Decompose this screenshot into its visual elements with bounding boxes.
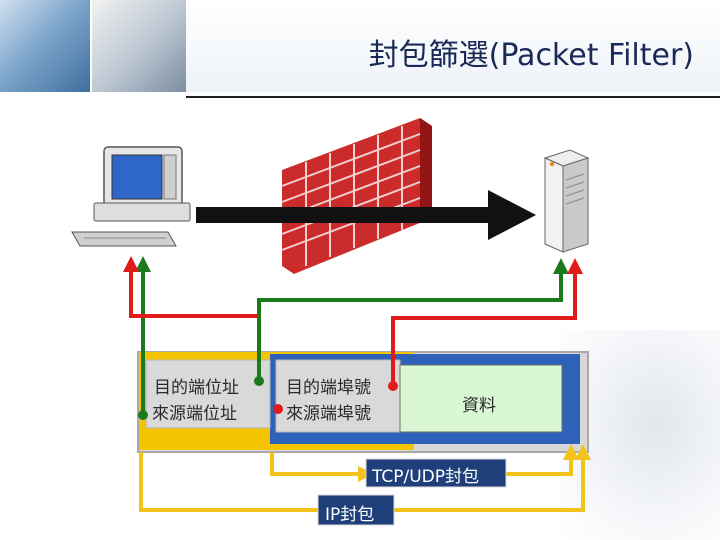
ip-dest-dot (254, 376, 264, 386)
yellow-bracket-tcp-left (270, 452, 374, 482)
yellow-bracket-ip-left (139, 452, 318, 512)
laptop-photo (0, 0, 90, 92)
ip-src-dot (138, 410, 148, 420)
header-band (186, 0, 720, 92)
ip-address-box (145, 359, 271, 429)
port-src-label: 來源端埠號 (286, 404, 371, 424)
data-label: 資料 (462, 396, 496, 416)
firewall-wall-icon (281, 118, 432, 274)
page-title: 封包篩選(Packet Filter) (368, 38, 694, 73)
server-icon (543, 149, 590, 253)
green-line-server (257, 258, 569, 381)
ip-src-label: 來源端位址 (152, 404, 237, 424)
header-rule (186, 96, 720, 98)
data-box (399, 364, 563, 433)
red-line-server (391, 258, 583, 386)
arrow-icon (196, 190, 536, 240)
client-computer-icon (71, 146, 191, 247)
ip-label: IP封包 (325, 505, 375, 525)
port-box (275, 359, 401, 433)
port-dest-dot (388, 381, 398, 391)
header-photos (0, 0, 186, 92)
ip-dest-label: 目的端位址 (154, 378, 239, 398)
tcp-udp-label: TCP/UDP封包 (372, 467, 480, 487)
port-src-dot (273, 404, 283, 414)
ip-label-box (317, 494, 395, 526)
yellow-bracket-tcp-right (506, 444, 579, 476)
mouse-photo (92, 0, 186, 92)
port-dest-label: 目的端埠號 (286, 378, 371, 398)
yellow-bracket-ip-right (394, 444, 591, 512)
tcp-udp-label-box (365, 458, 507, 488)
